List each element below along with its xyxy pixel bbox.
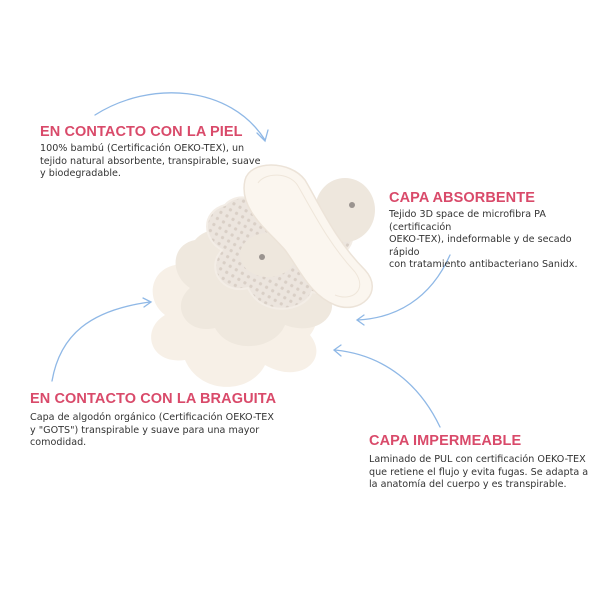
arrow-impermeable: [334, 349, 441, 428]
label-impermeable: CAPA IMPERMEABLE Laminado de PUL con cer…: [369, 433, 588, 492]
label-absorbente: CAPA ABSORBENTE Tejido 3D space de micro…: [389, 190, 600, 272]
desc-piel: 100% bambú (Certificación OEKO-TEX), un …: [40, 143, 261, 179]
desc-absorbente: Tejido 3D space de microfibra PA (certif…: [389, 209, 578, 270]
arrow-absorbente: [357, 254, 451, 321]
arrow-braguita: [51, 301, 151, 382]
arrow-piel-head: [256, 129, 269, 143]
arrow-piel: [94, 92, 266, 141]
desc-impermeable: Laminado de PUL con certificación OEKO-T…: [369, 454, 589, 490]
label-braguita: EN CONTACTO CON LA BRAGUITA Capa de algo…: [30, 391, 276, 450]
desc-braguita: Capa de algodón orgánico (Certificación …: [30, 412, 274, 448]
title-absorbente: CAPA ABSORBENTE: [389, 190, 535, 206]
arrow-impermeable-head: [332, 344, 342, 357]
arrow-braguita-head: [142, 297, 153, 308]
title-impermeable: CAPA IMPERMEABLE: [369, 433, 522, 449]
layer-piel-shape: [243, 164, 375, 309]
label-piel: EN CONTACTO CON LA PIEL 100% bambú (Cert…: [40, 124, 261, 181]
title-braguita: EN CONTACTO CON LA BRAGUITA: [30, 391, 277, 407]
title-piel: EN CONTACTO CON LA PIEL: [40, 124, 243, 140]
arrow-absorbente-head: [355, 314, 365, 326]
